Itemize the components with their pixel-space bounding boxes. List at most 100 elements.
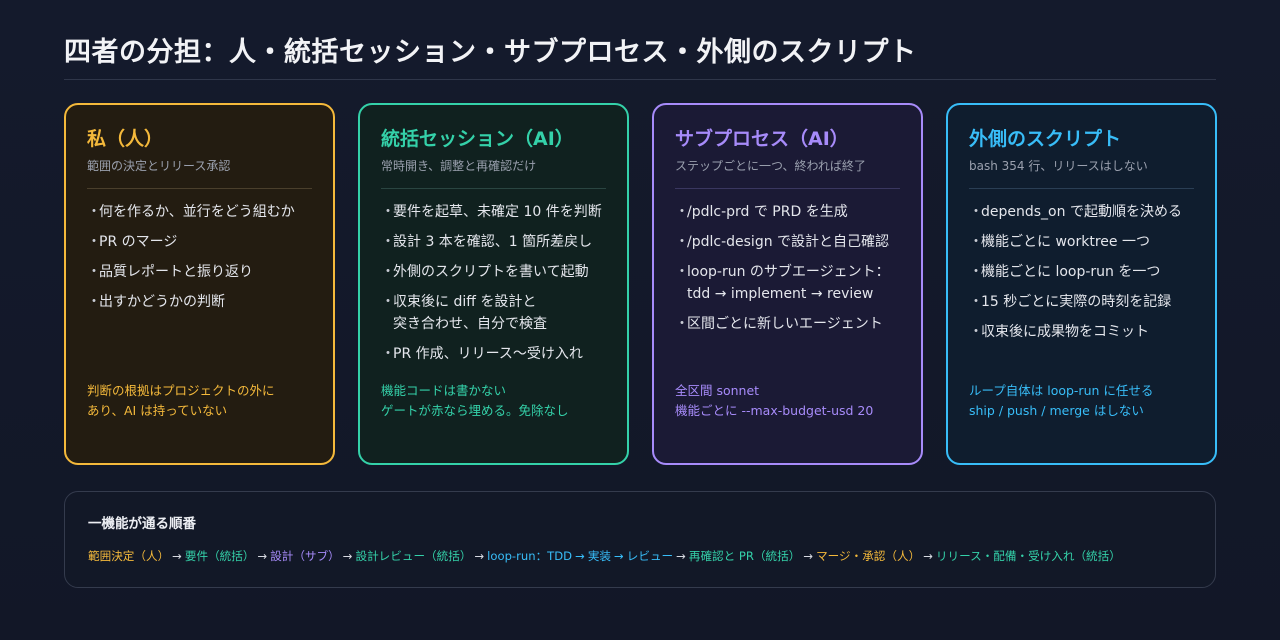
card-note: 全区間 sonnet 機能ごとに --max-budget-usd 20 bbox=[675, 381, 873, 421]
bullet: ・ bbox=[969, 264, 983, 280]
flow-step-release: リリース・配備・受け入れ（統括） bbox=[935, 549, 1121, 563]
card-divider bbox=[969, 188, 1194, 189]
note-line: あり、AI は持っていない bbox=[87, 403, 228, 418]
title-divider bbox=[64, 79, 1216, 80]
list-item: ・何を作るか、並行をどう組むか bbox=[87, 201, 312, 223]
list-item: ・機能ごとに loop-run を一つ bbox=[969, 261, 1194, 283]
list-item: ・loop-run のサブエージェント：tdd → implement → re… bbox=[675, 261, 900, 305]
flow-sequence: 範囲決定（人）→要件（統括）→設計（サブ）→設計レビュー（統括）→loop-ru… bbox=[88, 548, 1192, 564]
bullet: ・ bbox=[381, 294, 395, 310]
list-item: ・収束後に成果物をコミット bbox=[969, 321, 1194, 343]
flow-step-requirements: 要件（統括） bbox=[184, 549, 255, 563]
flow-step-scope: 範囲決定（人） bbox=[88, 549, 170, 563]
arrow-icon: → bbox=[172, 549, 182, 563]
arrow-icon: → bbox=[803, 549, 814, 563]
card-outer-script: 外側のスクリプト bash 354 行、リリースはしない ・depends_on… bbox=[946, 103, 1217, 465]
card-divider bbox=[381, 188, 606, 189]
list-item: ・外側のスクリプトを書いて起動 bbox=[381, 261, 606, 283]
bullet: ・ bbox=[675, 234, 689, 250]
note-line: 全区間 sonnet bbox=[675, 383, 760, 398]
list-item: ・収束後に diff を設計と突き合わせ、自分で検査 bbox=[381, 291, 606, 335]
bullet: ・ bbox=[969, 204, 983, 220]
card-item-list: ・要件を起草、未確定 10 件を判断 ・設計 3 本を確認、1 箇所差戻し ・外… bbox=[381, 201, 606, 365]
flow-step-recheck-pr: 再確認と PR（統括） bbox=[688, 549, 801, 563]
bullet: ・ bbox=[675, 204, 689, 220]
list-item: ・PR のマージ bbox=[87, 231, 312, 253]
page-title: 四者の分担：人・統括セッション・サブプロセス・外側のスクリプト bbox=[64, 37, 917, 68]
card-divider bbox=[675, 188, 900, 189]
bullet: ・ bbox=[87, 204, 101, 220]
card-item-list: ・depends_on で起動順を決める ・機能ごとに worktree 一つ … bbox=[969, 201, 1194, 343]
arrow-icon: → bbox=[923, 549, 933, 563]
list-item: ・/pdlc-prd で PRD を生成 bbox=[675, 201, 900, 223]
list-item: ・要件を起草、未確定 10 件を判断 bbox=[381, 201, 606, 223]
arrow-icon: → bbox=[575, 549, 585, 563]
bullet: ・ bbox=[87, 294, 101, 310]
card-title: 私（人） bbox=[87, 128, 164, 150]
item-text: 収束後に成果物をコミット bbox=[981, 324, 1149, 340]
card-title: サブプロセス（AI） bbox=[675, 128, 849, 150]
arrow-icon: → bbox=[676, 549, 686, 563]
card-title: 統括セッション（AI） bbox=[381, 128, 574, 150]
bullet: ・ bbox=[87, 234, 101, 250]
list-item: ・設計 3 本を確認、1 箇所差戻し bbox=[381, 231, 606, 253]
card-divider bbox=[87, 188, 312, 189]
list-item: ・区間ごとに新しいエージェント bbox=[675, 313, 900, 335]
bullet: ・ bbox=[381, 346, 395, 362]
bullet: ・ bbox=[969, 324, 983, 340]
flow-step-design: 設計（サブ） bbox=[270, 549, 340, 563]
item-text-continued: 突き合わせ、自分で検査 bbox=[393, 316, 547, 332]
list-item: ・出すかどうかの判断 bbox=[87, 291, 312, 313]
card-orchestrator: 統括セッション（AI） 常時開き、調整と再確認だけ ・要件を起草、未確定 10 … bbox=[358, 103, 629, 465]
bullet: ・ bbox=[87, 264, 101, 280]
list-item: ・15 秒ごとに実際の時刻を記録 bbox=[969, 291, 1194, 313]
bullet: ・ bbox=[969, 234, 983, 250]
item-text: 機能ごとに worktree 一つ bbox=[981, 234, 1150, 250]
item-text: loop-run のサブエージェント： bbox=[687, 264, 890, 280]
flow-step-implement: 実装 bbox=[587, 549, 612, 563]
item-text: 何を作るか、並行をどう組むか bbox=[99, 204, 295, 220]
item-text: /pdlc-prd で PRD を生成 bbox=[687, 204, 848, 220]
note-line: ゲートが赤なら埋める。免除なし bbox=[381, 403, 569, 418]
flow-step-loop-tdd: loop-run：TDD bbox=[487, 549, 573, 563]
item-text: 収束後に diff を設計と bbox=[393, 294, 537, 310]
item-text: 品質レポートと振り返り bbox=[99, 264, 253, 280]
item-text: PR 作成、リリース〜受け入れ bbox=[393, 346, 583, 362]
item-text: 外側のスクリプトを書いて起動 bbox=[393, 264, 589, 280]
bullet: ・ bbox=[381, 204, 395, 220]
flow-step-review: レビュー bbox=[626, 549, 674, 563]
list-item: ・/pdlc-design で設計と自己確認 bbox=[675, 231, 900, 253]
note-line: 判断の根拠はプロジェクトの外に bbox=[87, 383, 275, 398]
arrow-icon: → bbox=[474, 549, 485, 563]
flow-title: 一機能が通る順番 bbox=[88, 516, 196, 532]
item-text: 要件を起草、未確定 10 件を判断 bbox=[393, 204, 602, 220]
item-text: PR のマージ bbox=[99, 234, 178, 250]
item-text: 機能ごとに loop-run を一つ bbox=[981, 264, 1161, 280]
note-line: 機能ごとに --max-budget-usd 20 bbox=[675, 403, 874, 418]
item-text: 設計 3 本を確認、1 箇所差戻し bbox=[393, 234, 593, 250]
list-item: ・PR 作成、リリース〜受け入れ bbox=[381, 343, 606, 365]
card-subtitle: 常時開き、調整と再確認だけ bbox=[381, 159, 537, 173]
list-item: ・depends_on で起動順を決める bbox=[969, 201, 1194, 223]
arrow-icon: → bbox=[342, 549, 353, 563]
flow-step-merge-approve: マージ・承認（人） bbox=[816, 549, 921, 563]
note-line: ship / push / merge はしない bbox=[969, 403, 1144, 418]
note-line: 機能コードは書かない bbox=[381, 383, 507, 398]
bullet: ・ bbox=[675, 264, 689, 280]
card-note: ループ自体は loop-run に任せる ship / push / merge… bbox=[969, 381, 1153, 421]
card-item-list: ・/pdlc-prd で PRD を生成 ・/pdlc-design で設計と自… bbox=[675, 201, 900, 335]
card-subtitle: bash 354 行、リリースはしない bbox=[969, 159, 1148, 173]
list-item: ・品質レポートと振り返り bbox=[87, 261, 312, 283]
card-title: 外側のスクリプト bbox=[969, 128, 1122, 150]
item-text: depends_on で起動順を決める bbox=[981, 204, 1182, 220]
card-subprocess: サブプロセス（AI） ステップごとに一つ、終われば終了 ・/pdlc-prd で… bbox=[652, 103, 923, 465]
flow-step-design-review: 設計レビュー（統括） bbox=[355, 549, 472, 563]
bullet: ・ bbox=[675, 316, 689, 332]
item-text: 区間ごとに新しいエージェント bbox=[687, 316, 883, 332]
list-item: ・機能ごとに worktree 一つ bbox=[969, 231, 1194, 253]
item-text: 15 秒ごとに実際の時刻を記録 bbox=[981, 294, 1172, 310]
card-subtitle: ステップごとに一つ、終われば終了 bbox=[675, 159, 866, 173]
item-text: /pdlc-design で設計と自己確認 bbox=[687, 234, 890, 250]
item-text: 出すかどうかの判断 bbox=[99, 294, 225, 310]
arrow-icon: → bbox=[257, 549, 268, 563]
